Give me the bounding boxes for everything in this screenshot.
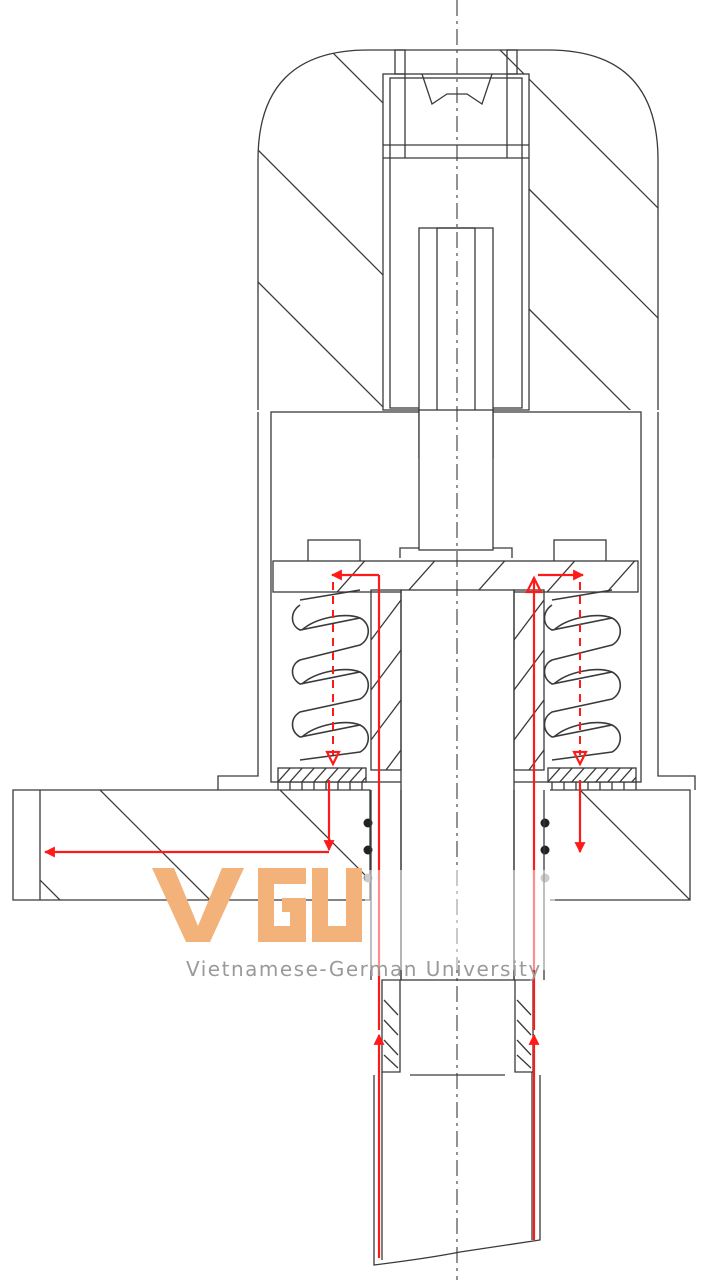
guide-tube-right — [513, 589, 545, 771]
spring-seat-left — [277, 767, 367, 790]
vgu-tagline: Vietnamese-German University — [186, 957, 542, 981]
spring-seat-right — [547, 767, 637, 790]
guide-tube-left — [370, 589, 402, 771]
vgu-watermark: Vietnamese-German University — [152, 868, 555, 981]
spring-left — [291, 589, 370, 761]
spring-chamber-body — [217, 409, 696, 790]
base-flange — [12, 789, 691, 901]
spring-right — [543, 589, 622, 761]
vgu-logo — [152, 868, 362, 942]
upper-cap-housing — [257, 49, 659, 459]
